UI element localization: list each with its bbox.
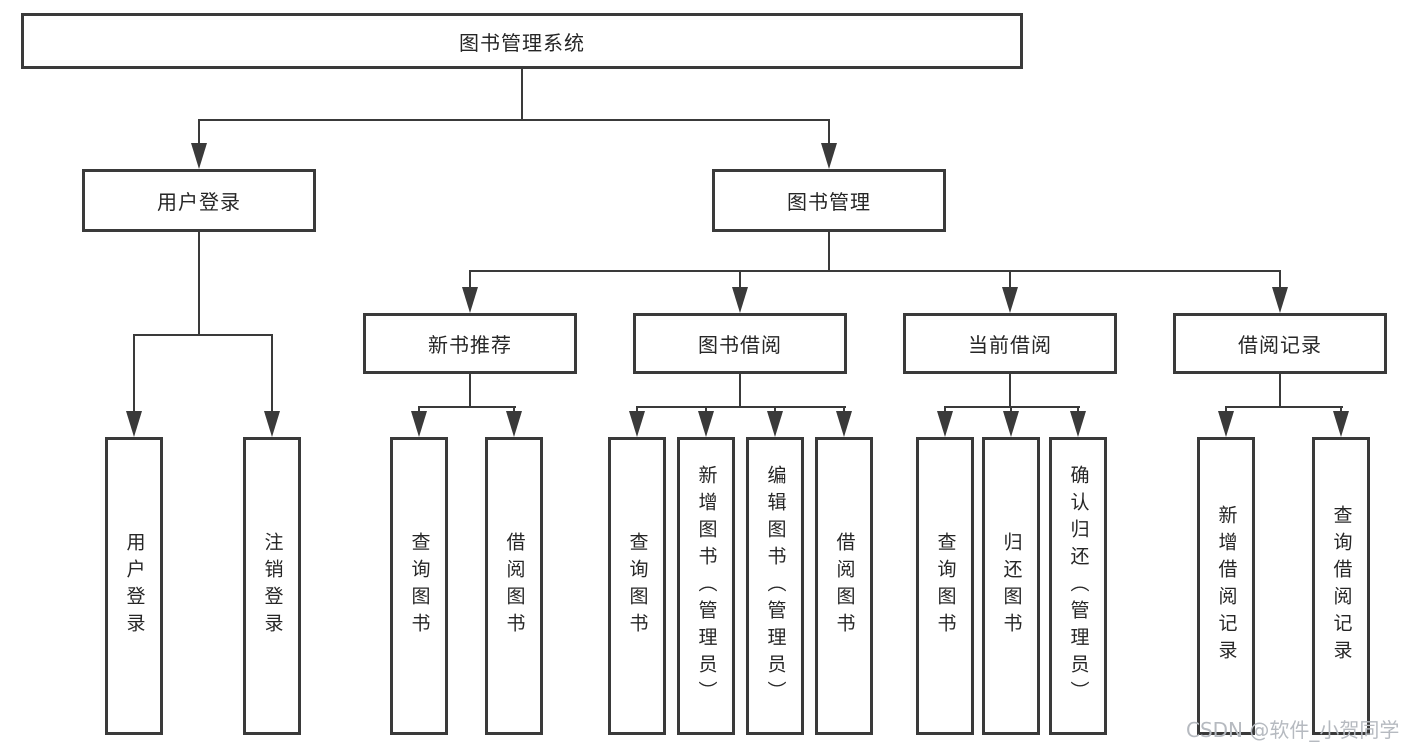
leaf-label: 查询借阅记录 [1330, 505, 1353, 667]
leaf-label: 借阅图书 [833, 532, 856, 640]
connector-leaf-stem [271, 334, 273, 414]
connector-group-stem [469, 374, 471, 408]
leaf-add-book-admin: 新增图书（管理员） [677, 437, 735, 735]
arrow-down-icon [1272, 287, 1288, 313]
arrow-down-icon [767, 411, 783, 437]
node-label: 图书管理 [787, 190, 871, 214]
arrow-down-icon [698, 411, 714, 437]
leaf-label: 新增图书（管理员） [695, 464, 718, 708]
node-book-borrowing: 图书借阅 [633, 313, 847, 374]
node-label: 用户登录 [157, 190, 241, 214]
arrow-down-icon [836, 411, 852, 437]
connector-to-book-mgmt [828, 119, 830, 149]
node-label: 图书管理系统 [459, 30, 585, 55]
leaf-label: 查询图书 [934, 532, 957, 640]
arrow-down-icon [937, 411, 953, 437]
arrow-down-icon [1070, 411, 1086, 437]
arrow-down-icon [732, 287, 748, 313]
arrow-down-icon [1333, 411, 1349, 437]
leaf-user-login: 用户登录 [105, 437, 163, 735]
arrow-down-icon [462, 287, 478, 313]
leaf-query-books-recommend: 查询图书 [390, 437, 448, 735]
connector-root-stem [521, 69, 523, 121]
node-label: 新书推荐 [428, 333, 512, 357]
leaf-label: 查询图书 [626, 532, 649, 640]
arrow-down-icon [1218, 411, 1234, 437]
leaf-label: 借阅图书 [503, 532, 526, 640]
leaf-label: 归还图书 [1000, 532, 1023, 640]
leaf-return-book: 归还图书 [982, 437, 1040, 735]
connector-userlogin-bar [133, 334, 273, 336]
connector-userlogin-stem [198, 232, 200, 336]
leaf-label: 新增借阅记录 [1215, 505, 1238, 667]
leaf-label: 编辑图书（管理员） [764, 464, 787, 708]
connector-group-bar [1225, 406, 1343, 408]
connector-leaf-stem [133, 334, 135, 414]
connector-l3-stem [739, 270, 741, 292]
leaf-borrow-books: 借阅图书 [815, 437, 873, 735]
arrow-down-icon [411, 411, 427, 437]
connector-l3-stem [469, 270, 471, 292]
leaf-label: 查询图书 [408, 532, 431, 640]
connector-group-stem [739, 374, 741, 408]
connector-l3-stem [1009, 270, 1011, 292]
node-library-management-system: 图书管理系统 [21, 13, 1023, 69]
arrow-down-icon [191, 143, 207, 169]
node-user-login: 用户登录 [82, 169, 316, 232]
leaf-confirm-return-admin: 确认归还（管理员） [1049, 437, 1107, 735]
connector-root-bar [198, 119, 830, 121]
leaf-logout: 注销登录 [243, 437, 301, 735]
connector-group-stem [1009, 374, 1011, 408]
arrow-down-icon [629, 411, 645, 437]
node-book-management: 图书管理 [712, 169, 946, 232]
arrow-down-icon [821, 143, 837, 169]
node-new-book-recommendation: 新书推荐 [363, 313, 577, 374]
node-label: 借阅记录 [1238, 333, 1322, 357]
arrow-down-icon [264, 411, 280, 437]
leaf-edit-book-admin: 编辑图书（管理员） [746, 437, 804, 735]
connector-group-bar [944, 406, 1080, 408]
arrow-down-icon [506, 411, 522, 437]
leaf-query-borrow-record: 查询借阅记录 [1312, 437, 1370, 735]
node-current-borrowing: 当前借阅 [903, 313, 1117, 374]
arrow-down-icon [1003, 411, 1019, 437]
leaf-borrow-books-recommend: 借阅图书 [485, 437, 543, 735]
leaf-label: 确认归还（管理员） [1067, 464, 1090, 708]
leaf-add-borrow-record: 新增借阅记录 [1197, 437, 1255, 735]
leaf-label: 用户登录 [123, 532, 146, 640]
node-label: 当前借阅 [968, 333, 1052, 357]
connector-bookmgmt-bar [469, 270, 1281, 272]
connector-group-stem [1279, 374, 1281, 408]
leaf-query-books-borrowing: 查询图书 [608, 437, 666, 735]
arrow-down-icon [1002, 287, 1018, 313]
leaf-query-books-current: 查询图书 [916, 437, 974, 735]
connector-l3-stem [1279, 270, 1281, 292]
connector-group-bar [636, 406, 846, 408]
node-borrowing-records: 借阅记录 [1173, 313, 1387, 374]
connector-group-bar [418, 406, 516, 408]
leaf-label: 注销登录 [261, 532, 284, 640]
connector-to-user-login [198, 119, 200, 149]
node-label: 图书借阅 [698, 333, 782, 357]
arrow-down-icon [126, 411, 142, 437]
connector-bookmgmt-stem [828, 232, 830, 272]
watermark: CSDN @软件_小贺同学 [1186, 718, 1400, 742]
